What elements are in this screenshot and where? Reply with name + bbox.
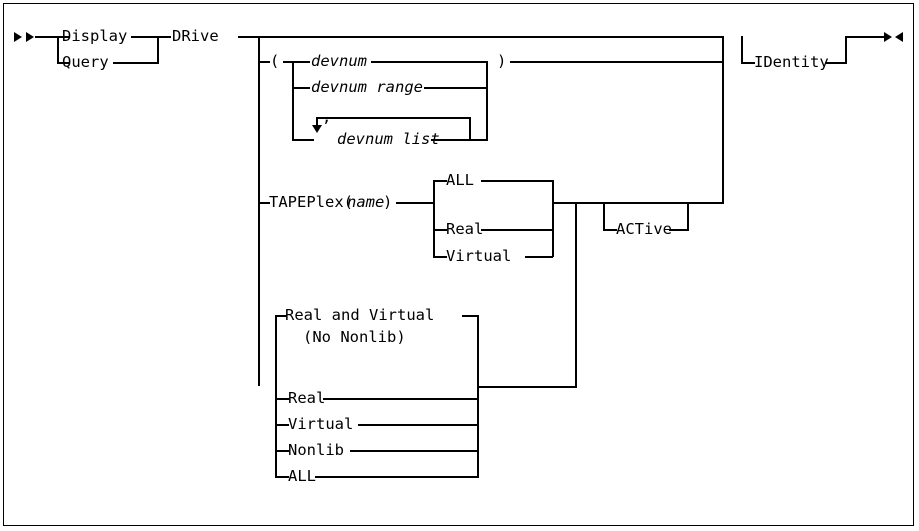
line-scope-real-tail: [323, 398, 478, 400]
node-no-nonlib: (No Nonlib): [303, 328, 406, 346]
line-devnum-list-tail: [431, 139, 487, 141]
line-active-left-vertical: [603, 202, 605, 230]
line-scope-default-lead: [275, 315, 287, 317]
line-verb-to-drive: [157, 36, 171, 38]
end-arrow-right-icon: [884, 32, 892, 42]
line-verb-left-vertical: [57, 36, 59, 64]
line-main-spine-vertical: [258, 36, 260, 386]
line-query-tail: [113, 62, 159, 64]
line-devnum-row2-lead: [292, 87, 310, 89]
line-identity-lead: [741, 62, 755, 64]
node-active[interactable]: ACTive: [616, 220, 672, 238]
line-scope-default-left-vertical: [275, 315, 277, 386]
line-tapeplex-all-lead: [433, 180, 447, 182]
line-right-rail-vertical: [722, 36, 724, 204]
line-start-to-verb: [35, 36, 58, 38]
node-identity[interactable]: IDentity: [754, 53, 829, 71]
line-scope-real-lead: [275, 398, 289, 400]
node-devnum-range[interactable]: devnum range: [311, 78, 423, 96]
node-tapeplex[interactable]: TAPEPlex(: [269, 193, 353, 211]
node-devnum[interactable]: devnum: [311, 52, 367, 70]
line-to-end: [845, 36, 887, 38]
node-comma: ,: [322, 108, 332, 126]
line-comma-loop-top: [316, 117, 471, 119]
line-scope-all-tail: [315, 476, 478, 478]
line-tapeplex-tail: [396, 202, 434, 204]
start-arrow-1-icon: [14, 32, 22, 42]
line-scope-default-right-vertical: [477, 315, 479, 386]
line-scope-group-exit-vertical: [575, 202, 577, 388]
node-tapeplex-virtual[interactable]: Virtual: [446, 247, 512, 265]
node-scope-real[interactable]: Real: [288, 389, 326, 407]
node-tapeplex-all[interactable]: ALL: [446, 171, 474, 189]
line-verb-top-lead: [57, 36, 69, 38]
line-devnum-row1-lead: [292, 61, 310, 63]
node-devnum-list[interactable]: devnum list: [337, 130, 440, 148]
start-arrow-2-icon: [26, 32, 34, 42]
line-display-tail: [131, 36, 159, 38]
line-devnum-range-tail: [424, 87, 487, 89]
node-drive[interactable]: DRive: [172, 27, 219, 45]
node-open-paren: (: [270, 52, 280, 70]
line-scope-virtual-tail: [358, 424, 478, 426]
line-drive-tail-main: [238, 36, 724, 38]
node-query[interactable]: Query: [62, 53, 109, 71]
line-paren-group-to-right-rail: [533, 61, 724, 63]
node-real-and-virtual[interactable]: Real and Virtual: [285, 306, 435, 324]
diagram-border: [3, 3, 914, 526]
line-tapeplex-scope-right-vertical: [552, 180, 554, 257]
line-verb-bottom-lead: [57, 62, 69, 64]
line-active-tail: [669, 229, 689, 231]
line-spine-to-open-paren: [258, 61, 270, 63]
line-scope-list-right-vertical: [477, 386, 479, 478]
line-active-bypass: [670, 202, 724, 204]
node-scope-all[interactable]: ALL: [288, 467, 316, 485]
node-close-paren: ): [497, 52, 507, 70]
node-tapeplex-close-paren: ): [383, 193, 393, 211]
line-tapeplex-scope-left-vertical: [433, 180, 435, 257]
line-comma-loop-left-vertical: [316, 117, 318, 131]
line-scope-all-lead: [275, 476, 289, 478]
line-scope-group-exit: [477, 386, 577, 388]
line-verb-right-vertical: [157, 36, 159, 64]
line-active-right-vertical: [687, 202, 689, 230]
line-spine-to-tapeplex: [258, 202, 270, 204]
line-scope-virtual-lead: [275, 424, 289, 426]
line-identity-right-vertical: [845, 36, 847, 64]
node-tapeplex-name[interactable]: name: [347, 193, 385, 211]
node-scope-virtual[interactable]: Virtual: [288, 415, 354, 433]
line-scope-nonlib-tail: [350, 450, 478, 452]
line-devnum-left-vertical: [292, 61, 294, 141]
line-tapeplex-real-tail: [481, 229, 553, 231]
line-devnum-row3-lead: [292, 139, 314, 141]
comma-loop-arrow-icon: [312, 125, 322, 133]
node-display[interactable]: Display: [62, 27, 128, 45]
end-arrow-left-icon: [895, 32, 903, 42]
line-tapeplex-virtual-lead: [433, 256, 447, 258]
line-tapeplex-virtual-tail: [525, 256, 553, 258]
line-scope-list-left-vertical: [275, 386, 277, 478]
line-identity-tail: [825, 62, 847, 64]
line-close-paren-tail: [510, 61, 534, 63]
line-active-lead: [603, 229, 617, 231]
line-scope-nonlib-lead: [275, 450, 289, 452]
line-devnum-tail: [371, 61, 487, 63]
node-scope-nonlib[interactable]: Nonlib: [288, 441, 344, 459]
line-scope-default-tail: [462, 315, 478, 317]
line-comma-loop-right-vertical: [469, 117, 471, 140]
line-identity-left-vertical: [741, 36, 743, 64]
line-tapeplex-all-tail: [481, 180, 553, 182]
line-tapeplex-real-lead: [433, 229, 447, 231]
node-tapeplex-real[interactable]: Real: [446, 220, 484, 238]
line-devnum-right-vertical: [486, 61, 488, 141]
line-tapeplex-scope-exit: [552, 202, 670, 204]
